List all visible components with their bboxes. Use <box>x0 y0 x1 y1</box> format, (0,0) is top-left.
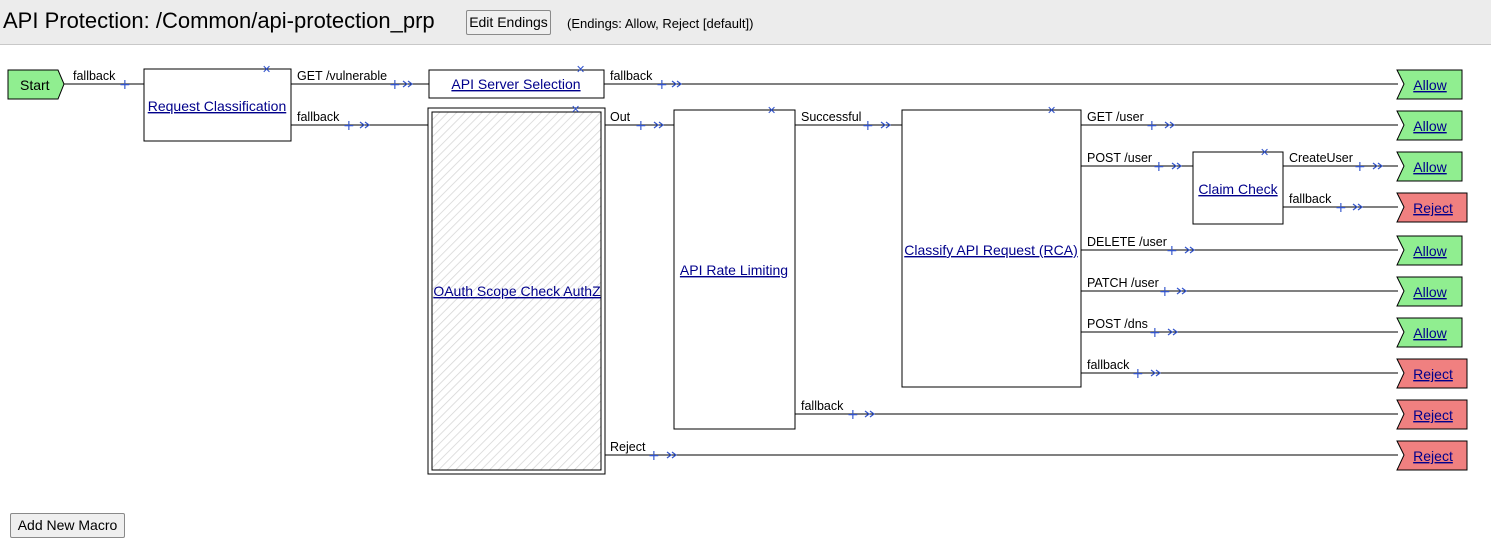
add-item-icon[interactable]: + <box>1335 200 1347 216</box>
terminal-reject[interactable]: Reject <box>1396 358 1468 389</box>
delete-icon[interactable]: ✕ <box>262 63 271 76</box>
expand-arrow-icon[interactable] <box>864 410 875 418</box>
branch-label: fallback <box>297 110 340 124</box>
node-request-classification[interactable]: Request Classification <box>143 68 292 142</box>
claim-check-link[interactable]: Claim Check <box>1198 181 1278 197</box>
terminal-label[interactable]: Allow <box>1413 284 1447 300</box>
terminal-allow[interactable]: Allow <box>1396 151 1463 182</box>
branch-label: fallback <box>610 69 653 83</box>
branch-label: fallback <box>1087 358 1130 372</box>
api-server-selection-link[interactable]: API Server Selection <box>451 76 580 92</box>
terminal-allow[interactable]: Allow <box>1396 110 1463 141</box>
node-api-server-selection[interactable]: API Server Selection <box>428 69 605 99</box>
delete-icon[interactable]: ✕ <box>1047 104 1056 117</box>
delete-icon[interactable]: ✕ <box>767 104 776 117</box>
page-title: API Protection: /Common/api-protection_p… <box>3 8 435 33</box>
terminal-label[interactable]: Reject <box>1413 200 1453 216</box>
api-rate-limiting-link[interactable]: API Rate Limiting <box>680 262 788 278</box>
terminal-label[interactable]: Allow <box>1413 159 1447 175</box>
terminal-allow[interactable]: Allow <box>1396 317 1463 348</box>
request-classification-link[interactable]: Request Classification <box>148 98 287 114</box>
branch-label: Out <box>610 110 631 124</box>
oauth-scope-check-link[interactable]: OAuth Scope Check AuthZ <box>433 283 601 299</box>
terminal-label[interactable]: Allow <box>1413 118 1447 134</box>
terminal-reject[interactable]: Reject <box>1396 440 1468 471</box>
terminal-label[interactable]: Allow <box>1413 77 1447 93</box>
start-node: Start <box>7 69 65 100</box>
add-item-icon[interactable]: + <box>343 118 355 134</box>
add-item-icon[interactable]: + <box>656 77 668 93</box>
terminal-reject[interactable]: Reject <box>1396 192 1468 223</box>
add-item-icon[interactable]: + <box>1132 366 1144 382</box>
add-item-icon[interactable]: + <box>1146 118 1158 134</box>
header-bar: API Protection: /Common/api-protection_p… <box>0 0 1491 45</box>
add-item-icon[interactable]: + <box>648 448 660 464</box>
expand-arrow-icon[interactable] <box>402 80 413 88</box>
add-item-icon[interactable]: + <box>1354 159 1366 175</box>
terminal-label[interactable]: Allow <box>1413 325 1447 341</box>
delete-icon[interactable]: ✕ <box>571 103 580 116</box>
branch-label: fallback <box>73 69 116 83</box>
add-item-icon[interactable]: + <box>1159 284 1171 300</box>
expand-arrow-icon[interactable] <box>653 121 664 129</box>
expand-arrow-icon[interactable] <box>1176 287 1187 295</box>
terminal-reject[interactable]: Reject <box>1396 399 1468 430</box>
terminal-allow[interactable]: Allow <box>1396 235 1463 266</box>
expand-arrow-icon[interactable] <box>1171 162 1182 170</box>
branch-label: fallback <box>1289 192 1332 206</box>
add-item-icon[interactable]: + <box>1149 325 1161 341</box>
terminal-label[interactable]: Allow <box>1413 243 1447 259</box>
branch-label: POST /user <box>1087 151 1152 165</box>
branch-label: Reject <box>610 440 646 454</box>
expand-arrow-icon[interactable] <box>880 121 891 129</box>
endings-note: (Endings: Allow, Reject [default]) <box>567 16 754 31</box>
branch-label: POST /dns <box>1087 317 1148 331</box>
expand-arrow-icon[interactable] <box>666 451 677 459</box>
terminal-label[interactable]: Reject <box>1413 448 1453 464</box>
delete-icon[interactable]: ✕ <box>1260 146 1269 159</box>
start-label: Start <box>20 77 50 93</box>
branch-label: PATCH /user <box>1087 276 1159 290</box>
node-oauth-scope-check[interactable]: OAuth Scope Check AuthZ <box>427 107 606 475</box>
branch-label: DELETE /user <box>1087 235 1167 249</box>
expand-arrow-icon[interactable] <box>359 121 370 129</box>
expand-arrow-icon[interactable] <box>1164 121 1175 129</box>
node-api-rate-limiting[interactable]: API Rate Limiting <box>673 109 796 430</box>
branch-label: GET /vulnerable <box>297 69 387 83</box>
expand-arrow-icon[interactable] <box>1184 246 1195 254</box>
node-classify-api-request[interactable]: Classify API Request (RCA) <box>901 109 1082 388</box>
add-item-icon[interactable]: + <box>847 407 859 423</box>
terminal-allow[interactable]: Allow <box>1396 69 1463 100</box>
expand-arrow-icon[interactable] <box>1372 162 1383 170</box>
add-item-icon[interactable]: + <box>635 118 647 134</box>
add-item-icon[interactable]: + <box>862 118 874 134</box>
terminal-label[interactable]: Reject <box>1413 366 1453 382</box>
expand-arrow-icon[interactable] <box>671 80 682 88</box>
add-item-icon[interactable]: + <box>119 77 131 93</box>
delete-icon[interactable]: ✕ <box>576 63 585 76</box>
terminal-label[interactable]: Reject <box>1413 407 1453 423</box>
branch-label: CreateUser <box>1289 151 1353 165</box>
add-item-icon[interactable]: + <box>1153 159 1165 175</box>
add-item-icon[interactable]: + <box>389 77 401 93</box>
expand-arrow-icon[interactable] <box>1167 328 1178 336</box>
node-claim-check[interactable]: Claim Check <box>1192 151 1284 225</box>
branch-label: Successful <box>801 110 861 124</box>
edit-endings-button[interactable]: Edit Endings <box>466 10 551 35</box>
expand-arrow-icon[interactable] <box>1150 369 1161 377</box>
add-item-icon[interactable]: + <box>1166 243 1178 259</box>
add-new-macro-button[interactable]: Add New Macro <box>10 513 125 538</box>
branch-label: GET /user <box>1087 110 1144 124</box>
expand-arrow-icon[interactable] <box>1352 203 1363 211</box>
classify-api-request-link[interactable]: Classify API Request (RCA) <box>904 242 1078 258</box>
branch-label: fallback <box>801 399 844 413</box>
terminal-allow[interactable]: Allow <box>1396 276 1463 307</box>
